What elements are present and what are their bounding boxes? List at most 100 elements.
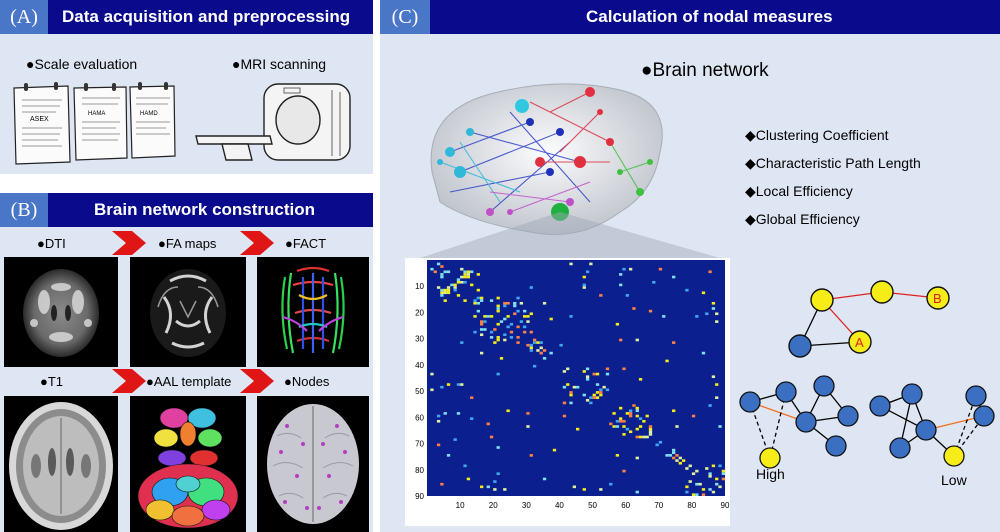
matrix-cell xyxy=(589,396,593,399)
matrix-cell xyxy=(496,372,500,376)
matrix-cell xyxy=(672,409,676,413)
matrix-cell xyxy=(648,425,653,428)
matrix-cell xyxy=(615,425,620,428)
matrix-cell xyxy=(466,273,471,276)
high-efficiency-graph xyxy=(739,375,859,469)
matrix-cell xyxy=(655,443,659,447)
nodes-brain-image xyxy=(257,396,369,532)
matrix-cell xyxy=(635,406,639,410)
matrix-cell xyxy=(695,482,699,486)
matrix-cell xyxy=(532,364,537,368)
matrix-cell xyxy=(539,341,543,344)
matrix-cell xyxy=(605,388,610,392)
matrix-cell xyxy=(619,417,623,420)
matrix-cell xyxy=(708,475,712,478)
matrix-cell xyxy=(460,267,464,271)
matrix-cell xyxy=(582,488,586,491)
matrix-x-tick-label: 20 xyxy=(489,501,498,510)
matrix-y-tick-label: 60 xyxy=(415,413,424,422)
matrix-cell xyxy=(705,312,709,316)
graph-node xyxy=(889,437,911,459)
matrix-cell xyxy=(450,283,454,287)
matrix-cell xyxy=(582,393,586,397)
matrix-cell xyxy=(619,406,623,410)
step-nodes-label: ●Nodes xyxy=(284,374,330,389)
matrix-cell xyxy=(595,383,600,386)
matrix-cell xyxy=(496,307,500,310)
matrix-cell xyxy=(476,309,480,313)
matrix-cell xyxy=(506,315,510,318)
matrix-cell xyxy=(523,309,527,313)
fa-map-image xyxy=(130,257,246,367)
matrix-cell xyxy=(572,485,576,489)
matrix-cell xyxy=(503,488,507,491)
matrix-cell xyxy=(642,419,646,423)
measure-characteristic-path-length: ◆Characteristic Path Length xyxy=(745,155,921,171)
matrix-cell xyxy=(688,480,692,483)
matrix-cell xyxy=(479,351,484,355)
panel-b-letter: (B) xyxy=(0,193,48,227)
matrix-cell xyxy=(711,375,716,378)
matrix-cell xyxy=(463,275,467,279)
step-t1-label: ●T1 xyxy=(40,374,64,389)
matrix-cell xyxy=(463,270,467,274)
matrix-cell xyxy=(496,338,500,342)
matrix-cell xyxy=(648,430,653,434)
matrix-plot-area xyxy=(427,260,725,496)
matrix-cell xyxy=(436,414,441,418)
step-dti-label: ●DTI xyxy=(37,236,66,251)
matrix-cell xyxy=(443,288,447,292)
matrix-cell xyxy=(476,296,480,300)
matrix-cell xyxy=(638,378,643,381)
matrix-cell xyxy=(470,396,474,399)
matrix-cell xyxy=(635,456,639,460)
matrix-cell xyxy=(473,330,477,334)
matrix-cell xyxy=(440,273,444,276)
panel-b-header xyxy=(0,193,373,227)
matrix-cell xyxy=(440,265,444,268)
matrix-cell xyxy=(691,414,696,418)
matrix-cell xyxy=(595,372,600,376)
matrix-cell xyxy=(519,301,524,305)
matrix-cell xyxy=(516,309,520,313)
low-label: Low xyxy=(941,472,967,488)
matrix-cell xyxy=(582,283,586,287)
matrix-cell xyxy=(509,322,514,326)
matrix-y-tick-label: 70 xyxy=(415,440,424,449)
matrix-cell xyxy=(443,291,447,295)
matrix-cell xyxy=(456,280,461,284)
matrix-cell xyxy=(711,490,716,494)
matrix-cell xyxy=(576,427,580,431)
matrix-cell xyxy=(529,454,533,457)
matrix-cell xyxy=(513,312,517,316)
matrix-cell xyxy=(638,425,643,428)
arrow-right-icon xyxy=(112,369,146,393)
brain-network-illustration xyxy=(430,83,663,235)
matrix-cell xyxy=(662,315,666,318)
step-aal-template-label: ●AAL template xyxy=(146,374,232,389)
matrix-cell xyxy=(585,398,590,402)
matrix-cell xyxy=(436,419,441,423)
matrix-cell xyxy=(695,493,699,496)
matrix-cell xyxy=(503,338,507,342)
matrix-cell xyxy=(476,288,480,292)
matrix-cell xyxy=(599,388,603,392)
matrix-cell xyxy=(489,336,494,339)
matrix-cell xyxy=(516,341,520,344)
matrix-cell xyxy=(715,396,719,399)
matrix-cell xyxy=(513,301,517,305)
matrix-cell xyxy=(476,273,480,276)
matrix-cell xyxy=(602,385,606,389)
matrix-cell xyxy=(592,396,596,399)
matrix-cell xyxy=(582,370,586,373)
graph-node xyxy=(943,445,965,467)
matrix-cell xyxy=(430,372,434,376)
matrix-cell xyxy=(632,307,636,310)
matrix-cell xyxy=(496,309,500,313)
graph-node-a xyxy=(848,330,872,354)
graph-node xyxy=(759,447,781,469)
panel-a-title: Data acquisition and preprocessing xyxy=(62,7,351,26)
matrix-cell xyxy=(483,328,487,331)
matrix-cell xyxy=(470,270,474,274)
matrix-cell xyxy=(648,309,653,313)
